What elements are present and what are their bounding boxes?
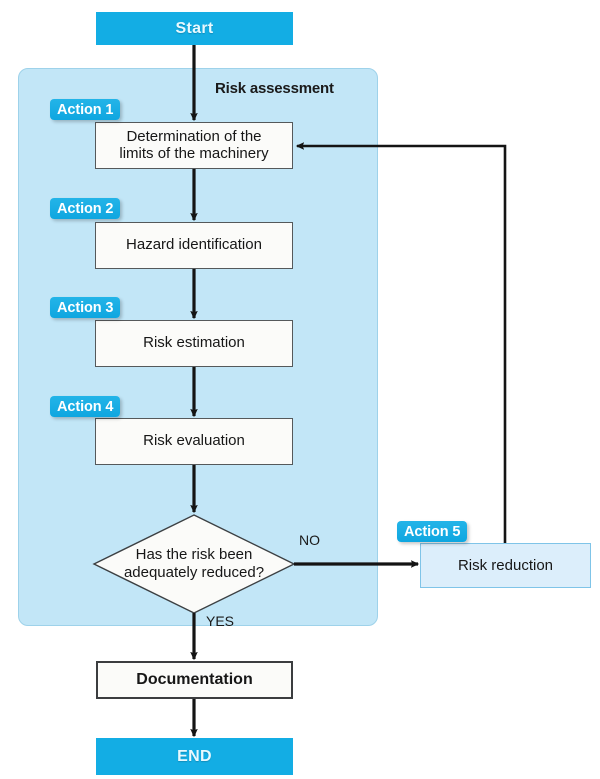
badge-action-5-label: Action 5 bbox=[404, 523, 461, 540]
node-decision-risk-adequately-reduced[interactable]: Has the risk been adequately reduced? bbox=[93, 514, 295, 614]
risk-assessment-title: Risk assessment bbox=[215, 80, 334, 97]
edge-label-yes: YES bbox=[206, 613, 235, 629]
edge-label-no: NO bbox=[299, 532, 320, 548]
badge-action-3: Action 3 bbox=[50, 297, 121, 318]
node-action5-label: Risk reduction bbox=[457, 557, 554, 574]
node-action2-label: Hazard identification bbox=[126, 236, 262, 254]
badge-action-4-label: Action 4 bbox=[57, 398, 114, 415]
node-start-label: Start bbox=[175, 19, 214, 37]
node-decision-label: Has the risk been adequately reduced? bbox=[93, 514, 295, 614]
node-action4-label: Risk evaluation bbox=[143, 432, 245, 450]
node-action3-label: Risk estimation bbox=[143, 334, 245, 352]
badge-action-1: Action 1 bbox=[50, 99, 121, 120]
node-action2-hazard-identification[interactable]: Hazard identification bbox=[95, 222, 293, 269]
node-decision-label-line1: Has the risk been bbox=[135, 546, 253, 564]
badge-action-2: Action 2 bbox=[50, 198, 121, 219]
badge-action-2-label: Action 2 bbox=[57, 200, 114, 217]
node-documentation-label: Documentation bbox=[136, 671, 253, 689]
badge-action-4: Action 4 bbox=[50, 396, 121, 417]
badge-action-5: Action 5 bbox=[397, 521, 468, 542]
node-action5-risk-reduction[interactable]: Risk reduction bbox=[420, 543, 591, 588]
node-action1-label: Determination of the limits of the machi… bbox=[119, 127, 269, 163]
node-action1-label-line2: limits of the machinery bbox=[119, 144, 269, 162]
node-end-label: END bbox=[177, 747, 212, 765]
node-action1-label-line1: Determination of the bbox=[126, 127, 262, 145]
node-action4-risk-evaluation[interactable]: Risk evaluation bbox=[95, 418, 293, 465]
node-action3-risk-estimation[interactable]: Risk estimation bbox=[95, 320, 293, 367]
node-action1-determination-of-limits[interactable]: Determination of the limits of the machi… bbox=[95, 122, 293, 169]
badge-action-1-label: Action 1 bbox=[57, 101, 114, 118]
node-decision-label-line2: adequately reduced? bbox=[123, 564, 265, 581]
badge-action-3-label: Action 3 bbox=[57, 299, 114, 316]
node-end[interactable]: END bbox=[96, 738, 293, 775]
node-documentation[interactable]: Documentation bbox=[96, 661, 293, 699]
node-start[interactable]: Start bbox=[96, 12, 293, 45]
